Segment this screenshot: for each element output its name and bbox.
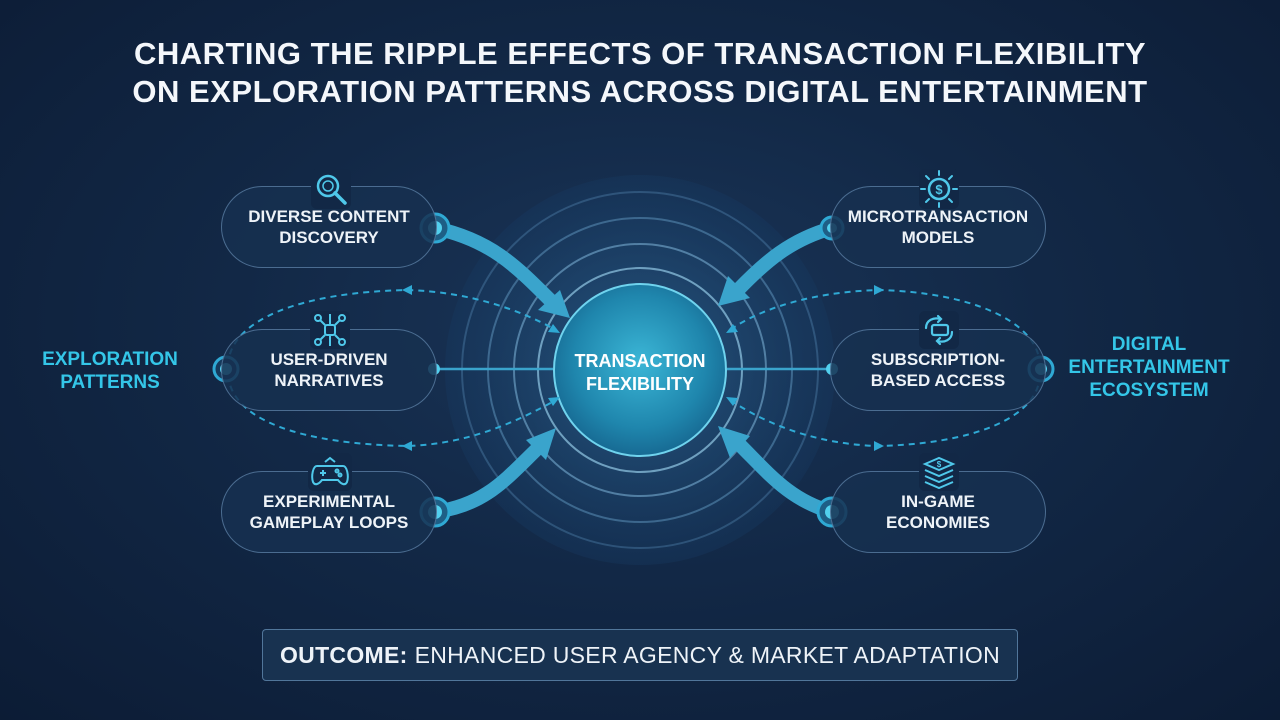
outcome-text: ENHANCED USER AGENCY & MARKET ADAPTATION [414,641,1001,668]
flow-head-gameplay [526,428,556,460]
left-label-line-1: EXPLORATION [42,349,178,370]
center-label: TRANSACTION FLEXIBILITY [553,350,727,396]
node-narratives-line-1: USER-DRIVEN [270,350,388,369]
network-icon [310,311,350,349]
node-economies-line-2: ECONOMIES [886,513,990,532]
node-subscription-line-1: SUBSCRIPTION- [870,350,1006,369]
node-narratives-line-2: NARRATIVES [274,371,384,390]
money-stack-icon: $ [919,453,959,491]
right-label-line-2: ENTERTAINMENT [1068,357,1230,378]
flow-micro [731,221,839,297]
outcome-box: OUTCOME: ENHANCED USER AGENCY & MARKET A… [262,629,1018,681]
digital-entertainment-ecosystem-label: DIGITAL ENTERTAINMENT ECOSYSTEM [1056,333,1242,402]
arrowhead-right-bottom [874,441,884,451]
node-in-game-economies: IN-GAME ECONOMIES [830,471,1046,553]
node-economies-line-1: IN-GAME [901,492,975,511]
node-gameplay-line-2: GAMEPLAY LOOPS [249,513,409,532]
arrowhead-left-bottom-in [548,397,560,406]
flow-head-diverse [538,290,570,318]
dollar-coin-icon: $ [919,169,959,209]
center-label-line-1: TRANSACTION [574,351,706,371]
right-label-line-1: DIGITAL [1111,334,1187,355]
node-gameplay-line-1: EXPERIMENTAL [263,492,395,511]
flow-gameplay [428,441,545,519]
flow-diverse [428,221,557,307]
svg-text:$: $ [937,460,942,469]
title-line-1: CHARTING THE RIPPLE EFFECTS OF TRANSACTI… [133,36,1147,71]
core-circle [553,283,727,457]
center-label-line-2: FLEXIBILITY [586,374,694,394]
arrowhead-left-top [402,285,412,295]
refresh-card-icon [919,311,959,349]
node-micro-line-2: MODELS [901,228,975,247]
exploration-patterns-label: EXPLORATION PATTERNS [40,348,180,394]
arrowhead-right-bottom-in [726,397,738,406]
node-diverse-line-2: DISCOVERY [279,228,379,247]
gamepad-icon [308,453,352,491]
outcome-prefix: OUTCOME: [279,641,408,668]
arrowhead-right-top [874,285,884,295]
left-loop-top [227,288,557,366]
flow-head-economies [718,426,750,458]
arrowhead-right-top-in [726,324,738,333]
arrowhead-left-top-in [548,324,560,333]
node-subscription-line-2: BASED ACCESS [870,371,1006,390]
arrowhead-left-bottom [402,441,412,451]
title-line-2: ON EXPLORATION PATTERNS ACROSS DIGITAL E… [132,74,1148,109]
magnifier-icon [311,169,351,209]
node-micro-line-1: MICROTRANSACTION [847,207,1029,226]
left-label-line-2: PATTERNS [60,372,160,393]
node-diverse-line-1: DIVERSE CONTENT [248,207,410,226]
node-microtransaction-models: MICROTRANSACTION MODELS [830,186,1046,268]
flow-head-micro [718,276,750,306]
svg-text:$: $ [935,182,943,197]
right-label-line-3: ECOSYSTEM [1089,380,1209,401]
